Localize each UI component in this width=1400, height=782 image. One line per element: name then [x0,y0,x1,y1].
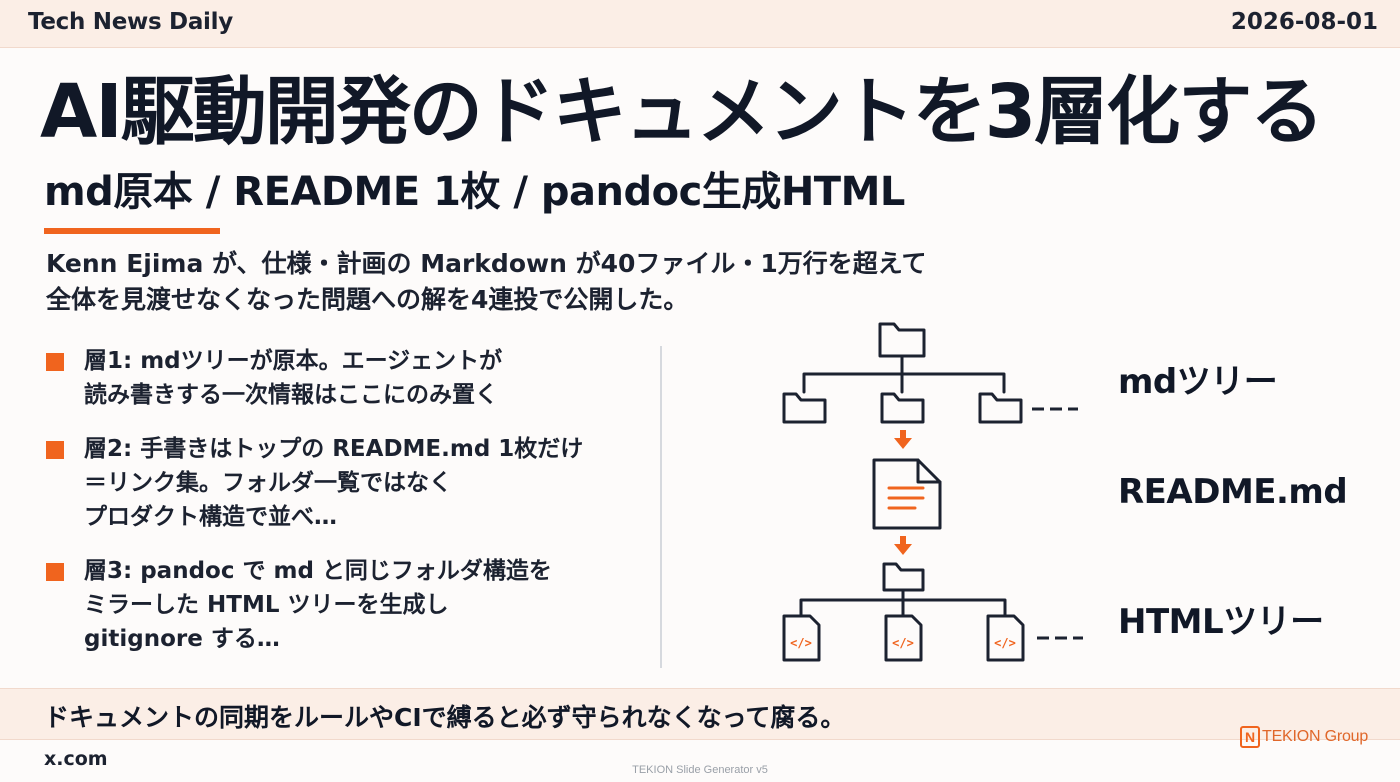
slide-title: AI駆動開発のドキュメントを3層化する [40,69,1324,155]
accent-underline [44,228,220,234]
code-glyph: </> [892,636,914,650]
bullet-line: 層2: 手書きはトップの README.md 1枚だけ [84,436,584,462]
document-icon [872,458,942,530]
bullet-line: プロダクト構造で並べ… [84,504,337,530]
label-md-tree: mdツリー [1118,362,1278,402]
conclusion-bar: ドキュメントの同期をルールやCIで縛ると必ず守られなくなって腐る。 [0,688,1400,740]
code-glyph: </> [994,636,1016,650]
code-file-icon [782,614,821,662]
lead-line: Kenn Ejima が、仕様・計画の Markdown が40ファイル・1万行… [46,249,927,278]
bullet-line: ＝リンク集。フォルダ一覧ではなく [84,470,452,496]
slide-subtitle: md原本 / README 1枚 / pandoc生成HTML [44,169,905,215]
folder-icon [978,392,1023,424]
logo-text: TEKION Group [1262,728,1369,745]
brand-name: Tech News Daily [28,9,233,35]
label-html-tree: HTMLツリー [1118,602,1324,642]
bullet-line: 層1: mdツリーが原本。エージェントが [84,348,503,374]
code-glyph: </> [790,636,812,650]
bullet-square-icon [46,441,64,459]
conclusion-text: ドキュメントの同期をルールやCIで縛ると必ず守られなくなって腐る。 [44,703,846,732]
folder-icon [882,562,925,592]
publish-date: 2026-08-01 [1230,9,1378,35]
vertical-divider [660,346,662,668]
bullet-line: ミラーした HTML ツリーを生成し [84,592,449,618]
bullet-square-icon [46,353,64,371]
header-bar: Tech News Daily 2026-08-01 [0,0,1400,48]
bullet-item-layer2: 層2: 手書きはトップの README.md 1枚だけ ＝リンク集。フォルダ一覧… [46,432,656,534]
lead-line: 全体を見渡せなくなった問題への解を4連投で公開した。 [46,285,689,314]
lead-paragraph: Kenn Ejima が、仕様・計画の Markdown が40ファイル・1万行… [46,246,1006,318]
generator-credit: TEKION Slide Generator v5 [632,764,768,776]
code-file-icon [986,614,1025,662]
arrow-down-icon [894,430,912,449]
arrow-down-icon [894,536,912,555]
label-readme: README.md [1118,472,1348,512]
bullet-item-layer1: 層1: mdツリーが原本。エージェントが 読み書きする一次情報はここにのみ置く [46,344,656,412]
company-logo: N TEKION Group [1240,726,1368,748]
logo-mark-icon: N [1240,726,1260,748]
folder-icon [782,392,827,424]
bullet-square-icon [46,563,64,581]
source-link[interactable]: x.com [44,748,108,770]
bullet-line: 読み書きする一次情報はここにのみ置く [84,382,498,408]
layer-diagram: </> </> </> [782,322,1083,662]
folder-icon [878,322,926,358]
bullet-line: 層3: pandoc で md と同じフォルダ構造を [84,558,552,584]
bullet-line: gitignore する… [84,626,280,652]
bullet-item-layer3: 層3: pandoc で md と同じフォルダ構造を ミラーした HTML ツリ… [46,554,656,656]
bullet-list: 層1: mdツリーが原本。エージェントが 読み書きする一次情報はここにのみ置く … [46,344,656,676]
folder-icon [880,392,925,424]
code-file-icon [884,614,923,662]
